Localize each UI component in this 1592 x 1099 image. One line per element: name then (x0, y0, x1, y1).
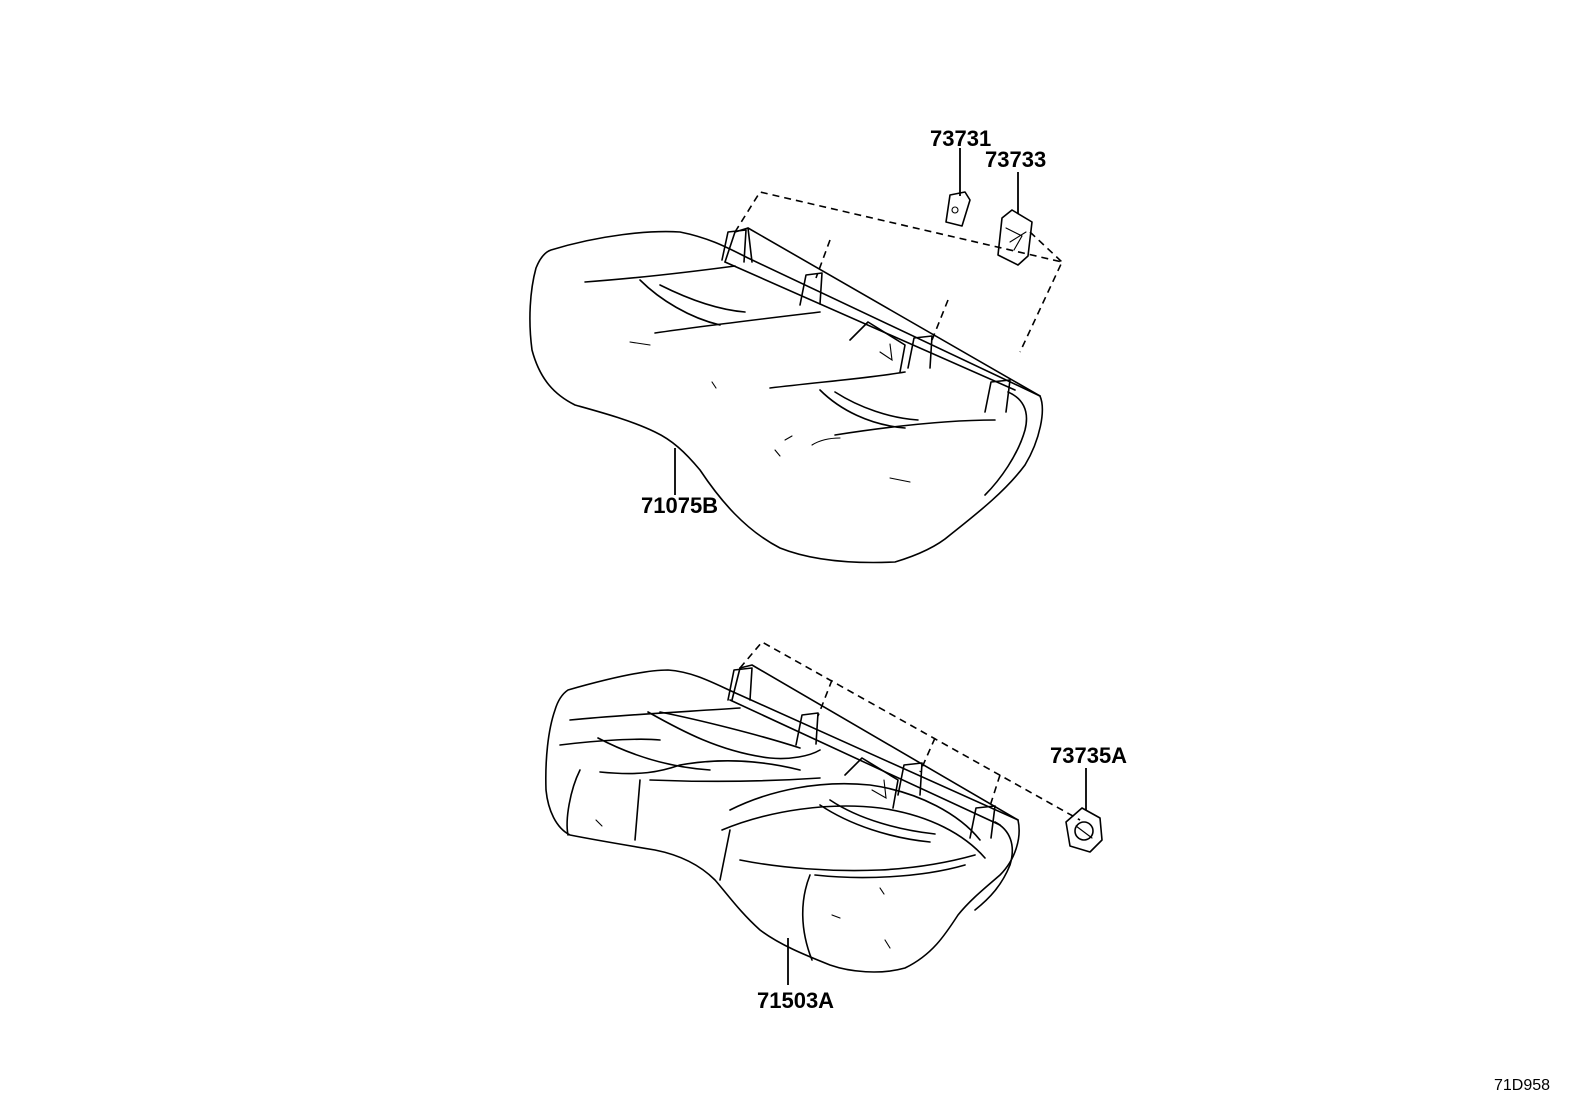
label-73733: 73733 (985, 147, 1046, 172)
drawing-code: 71D958 (1494, 1077, 1550, 1094)
label-73731: 73731 (930, 126, 991, 151)
dashed-reference-upper (734, 191, 1064, 353)
clip-73735a[interactable] (1065, 807, 1103, 853)
label-71075b: 71075B (641, 493, 718, 518)
clip-73731[interactable] (945, 191, 971, 227)
seat-cushion-cover-upper[interactable] (529, 227, 1044, 564)
seat-cushion-cover-lower[interactable] (545, 664, 1020, 973)
label-71503a: 71503A (757, 988, 834, 1013)
label-73735a: 73735A (1050, 743, 1127, 768)
clip-73733[interactable] (997, 209, 1033, 266)
dashed-reference-lower (739, 640, 1081, 821)
